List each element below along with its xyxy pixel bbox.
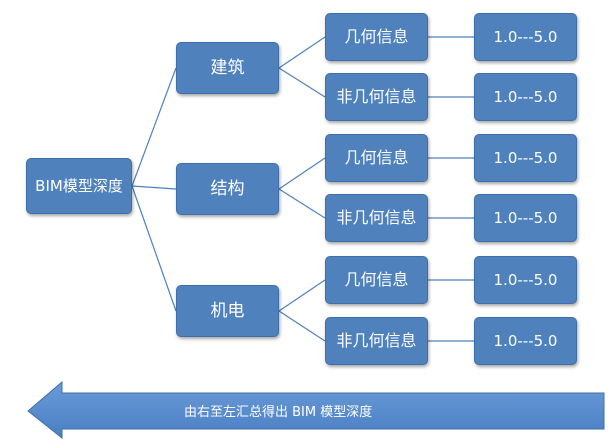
discipline-mep: 机电	[176, 285, 279, 337]
structure-geometric-range: 1.0---5.0	[474, 134, 577, 182]
architecture-nongeometric-range: 1.0---5.0	[474, 73, 577, 121]
link-root-structure	[131, 185, 177, 190]
link-root-architecture	[131, 67, 177, 187]
link-mep-geometric	[278, 279, 326, 312]
architecture-geometric-range: 1.0---5.0	[474, 13, 577, 61]
link-mep-nongeometric	[278, 310, 326, 342]
mep-nongeometric-range: 1.0---5.0	[474, 317, 577, 365]
structure-nongeometric-info: 非几何信息	[325, 194, 428, 242]
architecture-nongeometric-info: 非几何信息	[325, 73, 428, 121]
link-structure-nongeometric	[278, 188, 326, 219]
discipline-structure: 结构	[176, 163, 279, 215]
mep-nongeometric-info: 非几何信息	[325, 317, 428, 365]
link-root-mep	[131, 185, 177, 312]
link-structure-geometric	[278, 157, 326, 190]
discipline-architecture: 建筑	[176, 42, 279, 94]
structure-geometric-info: 几何信息	[325, 134, 428, 182]
mep-geometric-info: 几何信息	[325, 256, 428, 304]
left-arrow-shape	[27, 380, 605, 440]
architecture-geometric-info: 几何信息	[325, 13, 428, 61]
root-node: BIM模型深度	[26, 158, 132, 214]
link-architecture-nongeometric	[278, 67, 326, 98]
summary-arrow-label: 由右至左汇总得出 BIM 模型深度	[184, 405, 373, 420]
structure-nongeometric-range: 1.0---5.0	[474, 194, 577, 242]
link-architecture-geometric	[278, 36, 326, 69]
mep-geometric-range: 1.0---5.0	[474, 256, 577, 304]
summary-arrow: 由右至左汇总得出 BIM 模型深度	[24, 380, 609, 440]
